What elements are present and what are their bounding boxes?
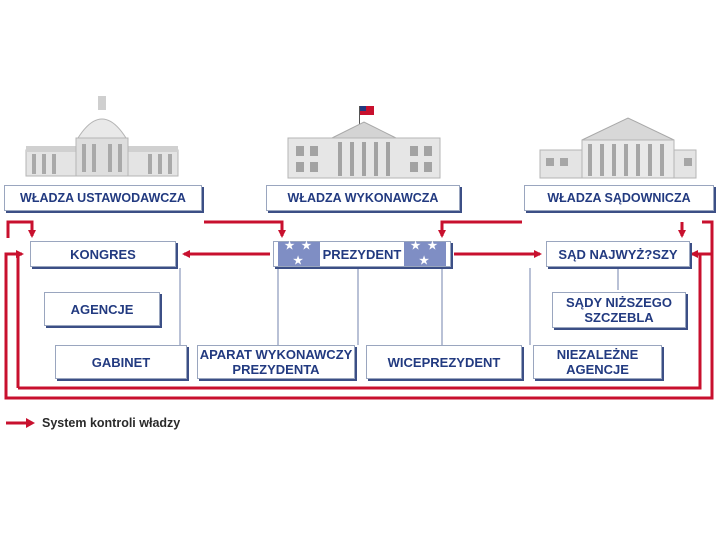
wiceprezydent-box: WICEPREZYDENT — [366, 345, 522, 379]
hierarchy-connectors — [179, 268, 619, 345]
gabinet-box: GABINET — [55, 345, 187, 379]
sad-najwyzszy-box: SĄD NAJWYŻ?SZY — [546, 241, 690, 267]
aparat-line1: APARAT WYKONAWCZY — [199, 347, 353, 362]
supreme-court-building-icon — [539, 117, 697, 179]
sady-nizszego-line1: SĄDY NIŻSZEGO — [566, 295, 672, 310]
prezydent-box: ★ ★ ★ PREZYDENT ★ ★ ★ — [273, 240, 451, 267]
executive-branch-header: WŁADZA WYKONAWCZA — [266, 185, 460, 211]
legislative-branch-header: WŁADZA USTAWODAWCZA — [4, 185, 202, 211]
checks-arrows — [4, 220, 714, 400]
niezalezne-line2: AGENCJE — [566, 362, 629, 377]
sady-nizszego-line2: SZCZEBLA — [584, 310, 654, 325]
kongres-box: KONGRES — [30, 241, 176, 267]
niezalezne-agencje-box: NIEZALEŻNE AGENCJE — [533, 345, 662, 379]
agencje-box: AGENCJE — [44, 292, 160, 326]
stars-left: ★ ★ ★ — [278, 240, 320, 267]
aparat-wykonawczy-box: APARAT WYKONAWCZY PREZYDENTA — [197, 345, 355, 379]
legend: System kontroli władzy — [6, 416, 180, 430]
prezydent-label: PREZYDENT — [322, 246, 402, 262]
sady-nizszego-szczebla-box: SĄDY NIŻSZEGO SZCZEBLA — [552, 292, 686, 328]
judicial-branch-header: WŁADZA SĄDOWNICZA — [524, 185, 714, 211]
niezalezne-line1: NIEZALEŻNE — [556, 347, 639, 362]
stars-right: ★ ★ ★ — [404, 240, 446, 267]
legend-label: System kontroli władzy — [42, 416, 181, 430]
white-house-icon — [287, 106, 441, 179]
aparat-line2: PREZYDENTA — [232, 362, 320, 377]
red-arrow-icon — [6, 418, 35, 428]
capitol-building-icon — [25, 96, 179, 177]
